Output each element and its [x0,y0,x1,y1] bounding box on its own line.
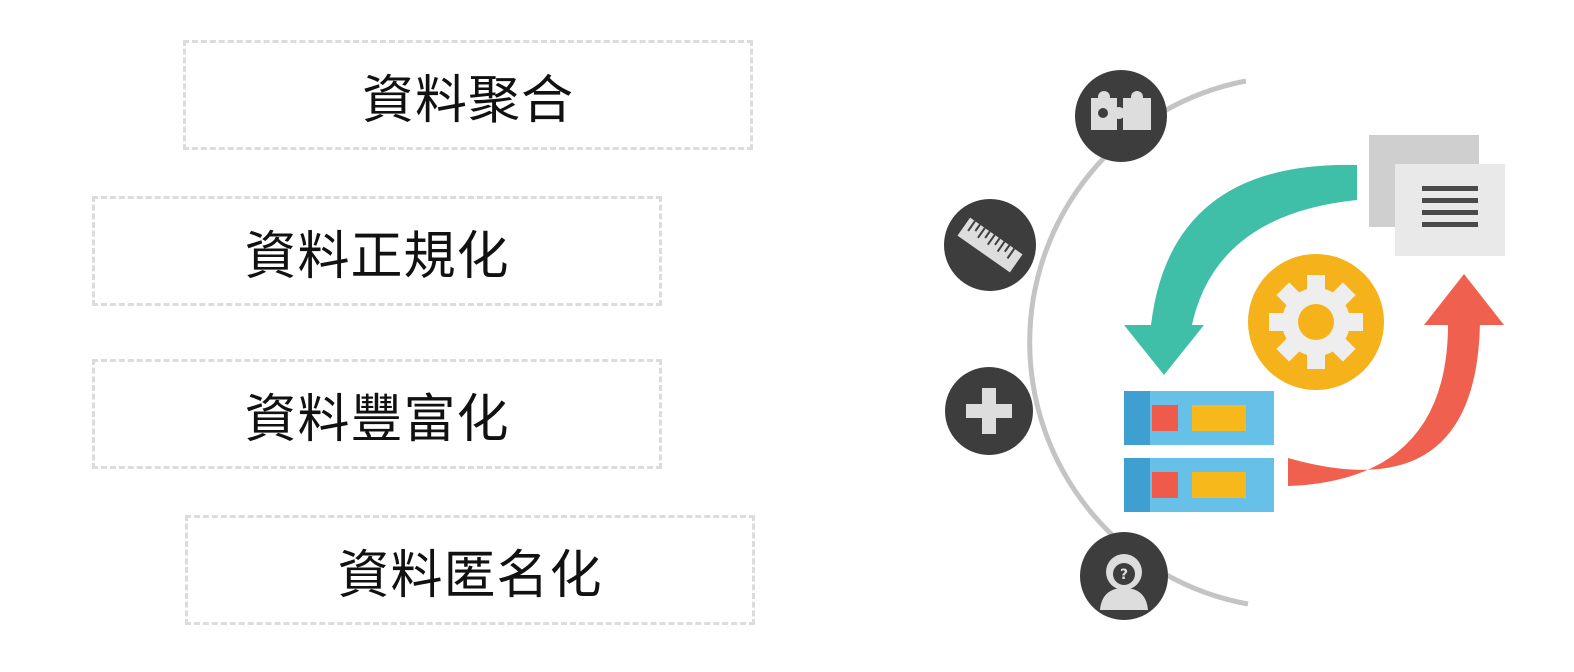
puzzle-icon [1075,70,1167,162]
svg-text:?: ? [1120,567,1128,583]
red-curved-arrow [1288,274,1504,486]
step-enrichment-label: 資料豐富化 [244,389,510,450]
step-aggregation-box: 資料聚合 [183,40,753,150]
document-icon [1369,135,1505,256]
server-icon [1124,391,1274,512]
step-anonymization-label: 資料匿名化 [337,545,603,606]
step-normalization-label: 資料正規化 [244,226,510,287]
step-normalization-box: 資料正規化 [92,196,662,306]
anonymous-user-icon: ? [1080,532,1168,620]
step-aggregation-label: 資料聚合 [361,70,574,131]
gear-icon [1248,254,1384,390]
step-anonymization-box: 資料匿名化 [185,515,755,625]
step-enrichment-box: 資料豐富化 [92,359,662,469]
teal-curved-arrow [1124,164,1357,375]
ruler-icon [944,199,1036,291]
plus-icon [945,367,1033,455]
